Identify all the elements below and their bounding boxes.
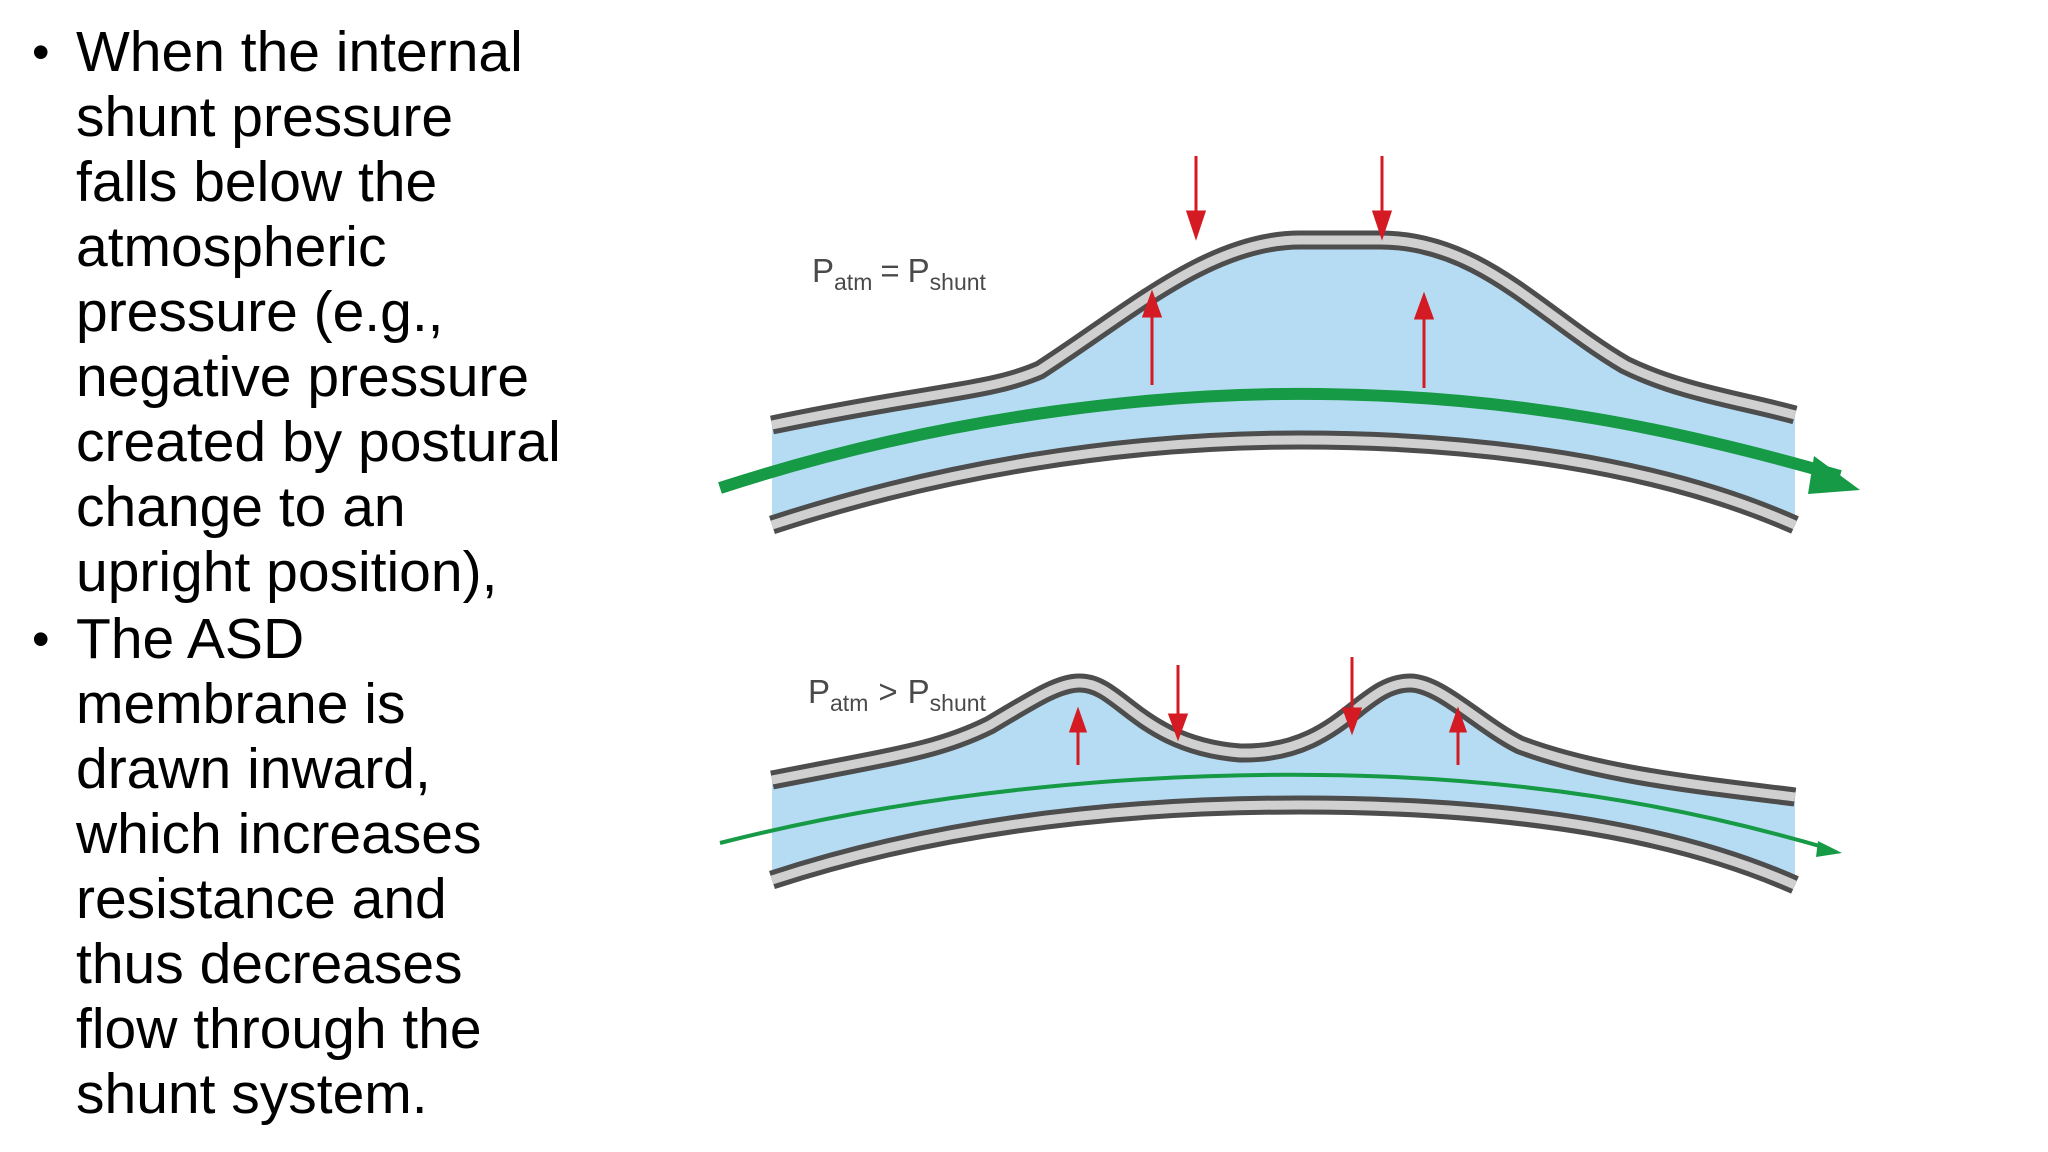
bottom-pressure-arrows-up <box>1068 706 1468 765</box>
label-sub-shunt: shunt <box>930 690 987 716</box>
pressure-arrowhead-up-icon <box>1141 289 1163 318</box>
top-flow-arrowhead-icon <box>1808 456 1860 494</box>
bullet-line: drawn inward, <box>76 737 431 801</box>
bullet-line: membrane is <box>76 672 406 736</box>
bullet-line: resistance and <box>76 867 447 931</box>
bullet-line: change to an <box>76 475 406 539</box>
label-operator: > <box>878 673 897 710</box>
label-p: P <box>808 673 830 710</box>
bullet-list: • When the internal shunt pressure falls… <box>28 20 618 1127</box>
bullet-dot-icon: • <box>32 611 50 667</box>
pressure-arrowhead-up-icon <box>1448 706 1468 733</box>
bullet-item-1: • When the internal shunt pressure falls… <box>28 20 618 605</box>
asd-membrane-diagram: Patm=Pshunt <box>718 156 1860 894</box>
label-p2: P <box>908 673 930 710</box>
bullet-line: flow through the <box>76 997 482 1061</box>
top-upper-membrane-inner <box>771 235 1797 430</box>
bottom-panel: Patm > Pshunt <box>719 657 1842 894</box>
label-p: P <box>812 252 834 289</box>
label-sub-shunt: shunt <box>930 269 987 295</box>
bullet-line: shunt system. <box>76 1062 428 1126</box>
bullet-line: falls below the <box>76 150 438 214</box>
bullet-line: atmospheric <box>76 215 387 279</box>
pressure-arrowhead-down-icon <box>1341 707 1363 736</box>
top-panel: Patm=Pshunt <box>718 156 1860 535</box>
pressure-arrowhead-down-icon <box>1371 210 1393 241</box>
bottom-pressure-arrows-down <box>1167 657 1363 742</box>
pressure-arrowhead-down-icon <box>1167 713 1189 742</box>
top-pressure-arrows-down <box>1185 156 1393 241</box>
label-p2: P <box>908 252 930 289</box>
bullet-line: which increases <box>76 802 482 866</box>
bottom-pressure-label: Patm > Pshunt <box>808 673 987 716</box>
label-sub-atm: atm <box>830 690 868 716</box>
bottom-flow-arrowhead-icon <box>1816 841 1842 857</box>
bullet-line: When the internal <box>76 20 523 84</box>
bottom-lower-wall-inner <box>770 800 1797 890</box>
bullet-line: upright position), <box>76 540 498 604</box>
top-flow-arrow <box>718 387 1842 494</box>
top-lower-wall-inner <box>770 435 1797 530</box>
pressure-arrowhead-up-icon <box>1068 706 1088 733</box>
pressure-arrowhead-up-icon <box>1413 291 1435 320</box>
top-pressure-arrows-up <box>1141 289 1435 388</box>
bullet-line: shunt pressure <box>76 85 454 149</box>
label-sub-atm: atm <box>834 269 872 295</box>
top-pressure-label: Patm=Pshunt <box>812 252 987 295</box>
bullet-line: pressure (e.g., <box>76 280 444 344</box>
bullet-line: negative pressure <box>76 345 530 409</box>
label-operator: = <box>880 252 899 289</box>
bottom-upper-membrane-inner <box>771 678 1796 802</box>
bullet-line: created by postural <box>76 410 561 474</box>
pressure-arrowhead-down-icon <box>1185 210 1207 241</box>
bottom-fluid <box>772 683 1795 885</box>
bullet-line: thus decreases <box>76 932 463 996</box>
bottom-flow-arrow <box>719 772 1831 851</box>
bullet-dot-icon: • <box>32 24 50 80</box>
bullet-line: The ASD <box>76 607 305 671</box>
bullet-item-2: • The ASD membrane is drawn inward, whic… <box>28 607 618 1127</box>
